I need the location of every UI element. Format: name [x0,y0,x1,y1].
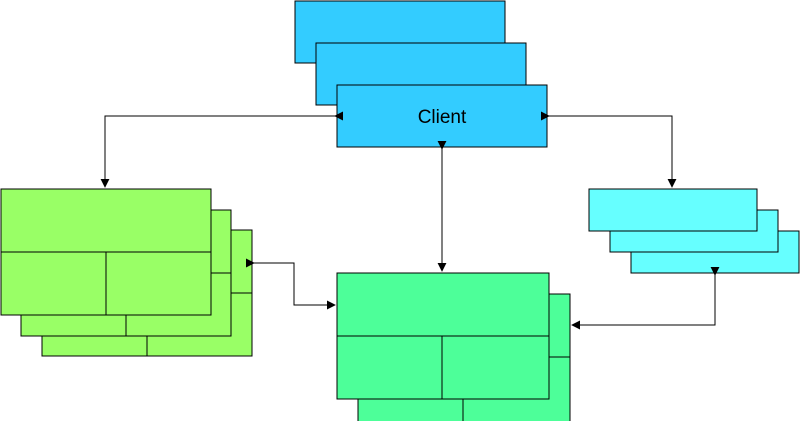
connector-left-stack-center-stack [245,258,336,310]
client-box-front [336,84,548,148]
center-table-front [336,272,550,400]
center-table-stack [336,272,571,421]
right-box-front [588,188,758,232]
connector-right-stack-center-stack [571,266,720,330]
client-node-stack: Client [294,0,548,148]
client-label: Client [418,107,467,128]
left-table-stack [0,188,253,357]
right-node-stack [588,188,800,274]
connector-client-right-stack [540,111,677,188]
connector-client-left-stack [100,111,344,188]
left-table-front [0,188,212,316]
